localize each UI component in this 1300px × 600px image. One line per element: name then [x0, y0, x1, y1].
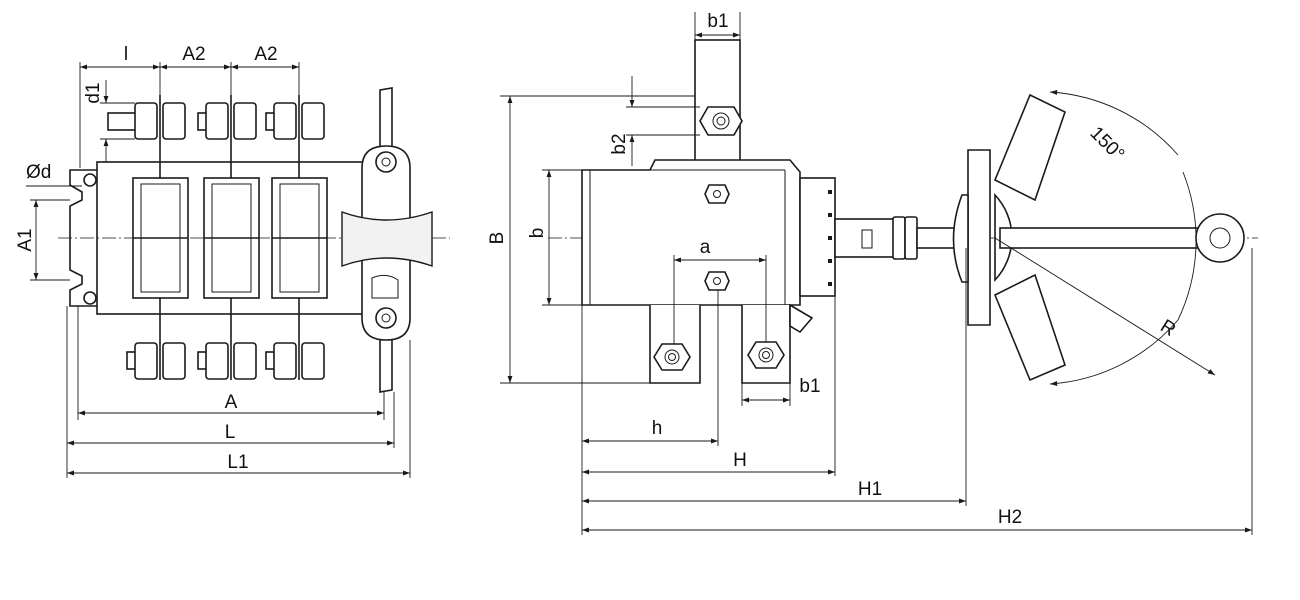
- label-l: l: [124, 44, 128, 65]
- side-view: [500, 12, 1258, 535]
- top-terminal-bar: [694, 39, 741, 163]
- flange-screw-top: [83, 173, 97, 187]
- label-A: A: [225, 392, 238, 413]
- label-L1: L1: [227, 452, 248, 473]
- flange-screw-bottom: [83, 291, 97, 305]
- label-H1: H1: [858, 479, 882, 500]
- label-b1-top: b1: [707, 11, 728, 32]
- label-d1: d1: [83, 82, 104, 103]
- pole-2: [203, 95, 260, 380]
- label-h: h: [652, 418, 663, 439]
- label-b1-bottom: b1: [799, 376, 820, 397]
- label-b: b: [527, 228, 548, 239]
- pole-1: [132, 95, 189, 380]
- label-H: H: [733, 450, 747, 471]
- operating-mechanism: [341, 87, 433, 393]
- operating-handle: [952, 93, 1245, 382]
- label-b2: b2: [609, 133, 630, 154]
- pole-3: [271, 95, 328, 380]
- label-a: a: [700, 237, 711, 258]
- label-od: Ød: [26, 162, 51, 183]
- label-B: B: [487, 232, 508, 245]
- top-terminal-nut: [699, 106, 743, 136]
- front-view: [26, 62, 450, 478]
- switch-body: [581, 159, 801, 306]
- label-L: L: [225, 422, 236, 443]
- top-terminal-bolts: [107, 102, 325, 140]
- label-H2: H2: [998, 507, 1022, 528]
- label-a1: A1: [15, 228, 36, 251]
- bottom-terminal-bolts: [126, 342, 325, 380]
- label-angle: 150°: [1086, 123, 1129, 166]
- label-a2-right: A2: [254, 44, 277, 65]
- label-R: R: [1157, 316, 1180, 341]
- shaft-coupling: [834, 218, 896, 258]
- label-a2-left: A2: [182, 44, 205, 65]
